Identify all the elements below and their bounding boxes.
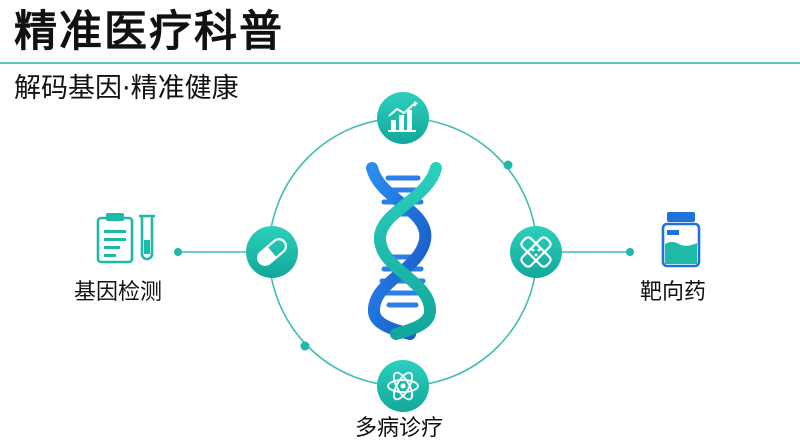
page-subtitle: 解码基因·精准健康 xyxy=(14,73,239,104)
clipboard-test-tube-icon xyxy=(96,213,155,264)
page-title: 精准医疗科普 xyxy=(14,7,284,57)
connector-dot-left xyxy=(174,248,182,256)
orbit-dot xyxy=(503,160,513,170)
title-underline xyxy=(0,62,800,64)
orbit-dot xyxy=(300,341,310,351)
connector-dot-right xyxy=(626,248,634,256)
capsule-icon xyxy=(246,226,298,278)
targeted-drug-label: 靶向药 xyxy=(640,280,707,305)
gene-testing-label: 基因检测 xyxy=(74,280,163,305)
diagram xyxy=(96,92,701,412)
diagnosis-label: 多病诊疗 xyxy=(355,416,444,441)
atom-icon xyxy=(377,360,429,412)
dna-helix-icon xyxy=(366,162,442,340)
bar-chart-icon xyxy=(377,92,429,144)
medicine-bottle-icon xyxy=(661,212,701,268)
bandage-icon xyxy=(510,226,562,278)
